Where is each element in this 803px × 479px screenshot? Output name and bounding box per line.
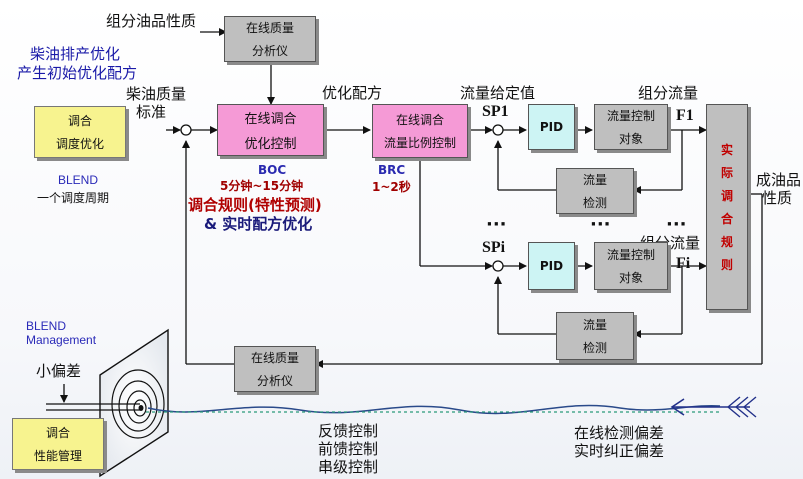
feedback-control-text: 反馈控制 bbox=[318, 422, 379, 440]
flow-measurement-1: 流量 检测 bbox=[556, 168, 634, 214]
ellipsis-a: ··· bbox=[486, 214, 507, 235]
blend-rule-text: 调合规则(特性预测) bbox=[188, 196, 322, 214]
performance-management-box: 调合 性能管理 bbox=[12, 418, 104, 470]
cascade-control-text: 串级控制 bbox=[318, 458, 379, 476]
diesel-quality-label-line2: 标准 bbox=[136, 103, 167, 121]
ellipsis-b: ··· bbox=[590, 214, 611, 235]
heading-line1: 柴油排产优化 bbox=[30, 45, 121, 63]
actual-blend-rule-box: 实 际 调 合 规 则 bbox=[706, 104, 748, 310]
summing-junction-main bbox=[180, 124, 192, 136]
brc-ratio-box: 在线调合 流量比例控制 bbox=[372, 104, 468, 158]
blend-scheduling-box: 调合 调度优化 bbox=[34, 106, 126, 158]
spi-label: SPi bbox=[482, 239, 506, 256]
pid-box-i: PID bbox=[528, 242, 575, 290]
ellipsis-c: ··· bbox=[666, 214, 687, 235]
blend-management-line2: Management bbox=[26, 333, 97, 347]
brc-period: 1~2秒 bbox=[372, 180, 411, 194]
deviation-wave bbox=[147, 404, 721, 415]
diesel-quality-label-line1: 柴油质量 bbox=[126, 85, 187, 103]
summing-junction-spi bbox=[492, 260, 504, 272]
incoming-arrow-icon bbox=[670, 396, 757, 418]
optimized-recipe-label: 优化配方 bbox=[322, 84, 383, 102]
sp1-label: SP1 bbox=[482, 103, 509, 120]
blend-management-line1: BLEND bbox=[26, 319, 67, 333]
feedforward-control-text: 前馈控制 bbox=[318, 440, 379, 458]
online-detect-text: 在线检测偏差 bbox=[574, 424, 665, 442]
brc-label: BRC bbox=[378, 163, 406, 177]
small-deviation-label: 小偏差 bbox=[36, 362, 82, 380]
flow-control-object-i: 流量控制 对象 bbox=[594, 242, 668, 290]
realtime-correct-text: 实时纠正偏差 bbox=[574, 442, 665, 460]
f1-label: F1 bbox=[676, 107, 694, 124]
blend-label: BLEND bbox=[58, 173, 99, 187]
target-icon bbox=[99, 328, 169, 478]
summing-junction-sp1 bbox=[492, 124, 504, 136]
flow-measurement-i: 流量 检测 bbox=[556, 312, 634, 360]
heading-line2: 产生初始优化配方 bbox=[17, 64, 138, 82]
boc-period: 5分钟~15分钟 bbox=[220, 179, 304, 193]
boc-label: BOC bbox=[258, 163, 287, 177]
online-analyzer-top: 在线质量 分析仪 bbox=[224, 16, 316, 62]
component-quality-label: 组分油品性质 bbox=[106, 12, 197, 30]
online-analyzer-bottom: 在线质量 分析仪 bbox=[234, 346, 316, 392]
product-quality-line2: 性质 bbox=[762, 189, 793, 207]
realtime-recipe-text: & 实时配方优化 bbox=[204, 215, 313, 233]
component-flow-top: 组分流量 bbox=[638, 84, 699, 102]
fi-label: Fi bbox=[676, 255, 691, 272]
product-quality-line1: 成油品 bbox=[756, 171, 802, 189]
cycle-label: 一个调度周期 bbox=[37, 191, 110, 205]
flow-control-object-1: 流量控制 对象 bbox=[594, 104, 668, 150]
pid-box-1: PID bbox=[528, 104, 575, 150]
setpoint-label: 流量给定值 bbox=[460, 84, 536, 102]
boc-optimization-box: 在线调合 优化控制 bbox=[217, 104, 324, 156]
